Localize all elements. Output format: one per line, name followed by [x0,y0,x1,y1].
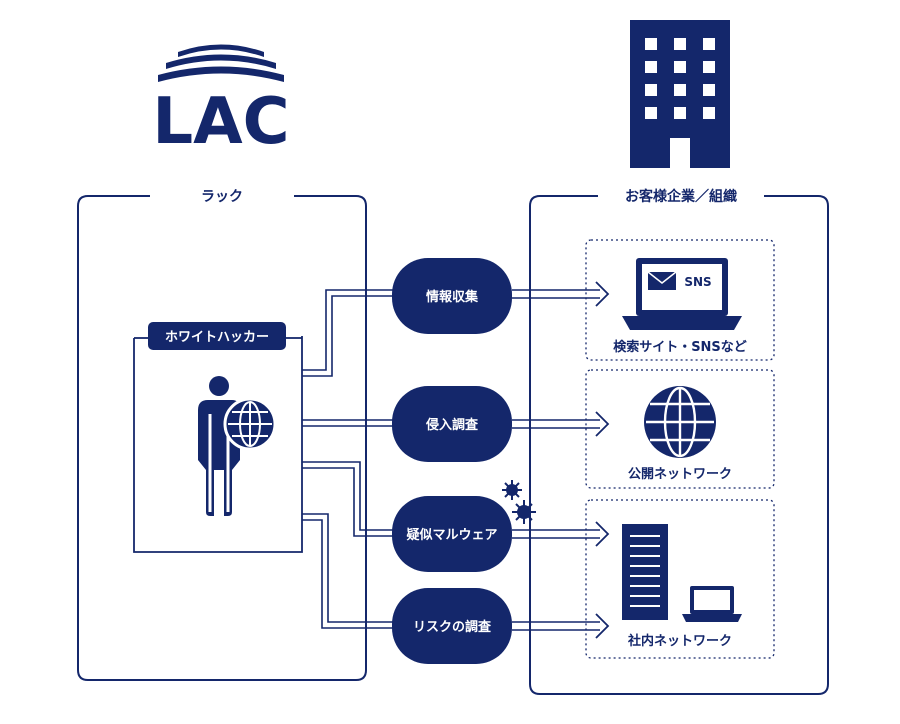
laptop-mail-icon: SNS [622,258,742,330]
whitehat-box: ホワイトハッカー [133,322,303,553]
action-pill-intrusion-test: 侵入調査 [392,386,512,462]
target-internal-network: 社内ネットワーク [585,499,775,659]
action-label: 疑似マルウェア [406,527,497,543]
target-label: 検索サイト・SNSなど [613,339,747,355]
action-pill-risk-survey: リスクの調査 [392,588,512,664]
target-search-sns: SNS 検索サイト・SNSなど [585,239,775,361]
arrowheads [595,281,610,639]
arrow-head [595,613,610,639]
person-icon [198,376,240,516]
action-pill-pseudo-malware: 疑似マルウェア [392,496,512,572]
action-label: 情報収集 [426,289,479,305]
globe-icon [644,386,716,458]
target-label: 社内ネットワーク [627,633,732,649]
whitehat-label-bg [148,322,286,350]
globe-icon [223,397,277,451]
action-pill-info-gathering: 情報収集 [392,258,512,334]
building-icon [630,20,730,168]
whitehat-label: ホワイトハッカー [165,330,269,345]
action-label: リスクの調査 [413,619,492,635]
target-label: 公開ネットワーク [628,467,732,482]
screen-text: SNS [684,275,711,289]
logo-arc-icon [158,44,284,82]
action-label: 侵入調査 [425,417,479,433]
logo-text: LAC [152,85,289,159]
virus-icon [512,500,536,524]
arrow-head [595,281,610,307]
laptop-icon [682,586,742,622]
lac-panel: ラック [77,189,367,681]
server-icon [622,524,668,620]
arrow-head [595,411,610,437]
connectors [302,289,600,631]
arrow-head [595,521,610,547]
target-public-network: 公開ネットワーク [585,369,775,489]
client-panel-title: お客様企業／組織 [625,188,737,205]
virus-icon [502,480,522,500]
lac-panel-title: ラック [201,189,243,205]
client-panel: お客様企業／組織 [529,188,829,695]
lac-logo: LAC [152,44,290,159]
